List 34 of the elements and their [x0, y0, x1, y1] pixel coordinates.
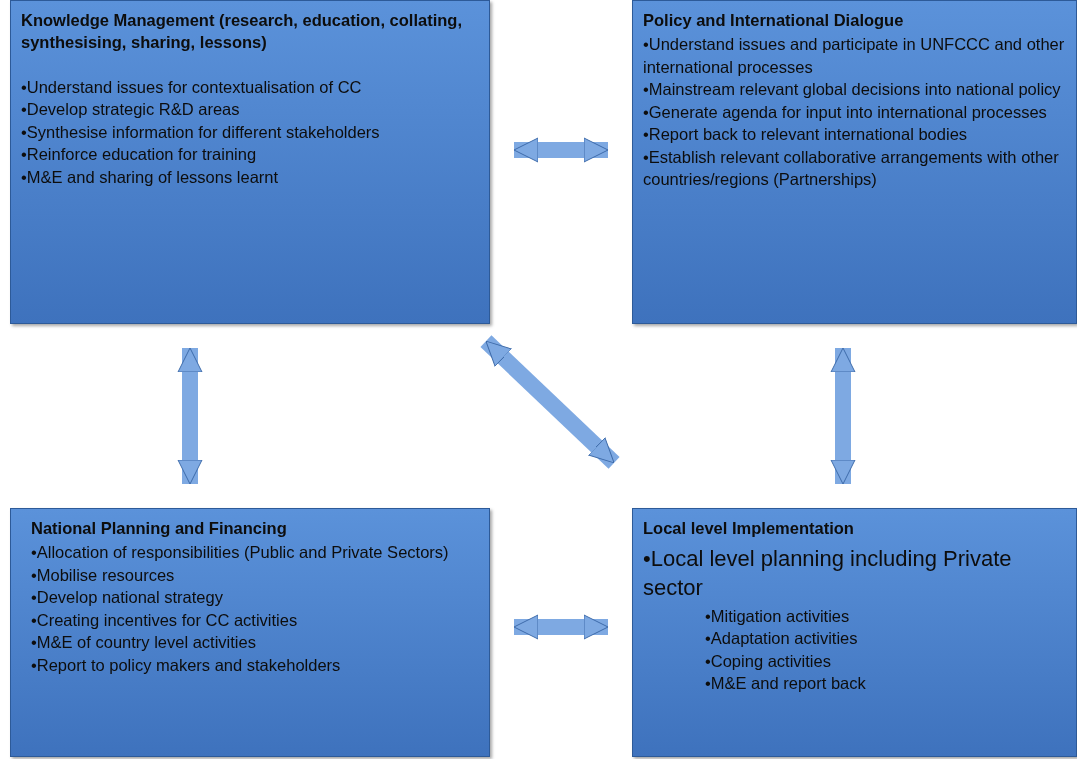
double-arrow [513, 137, 609, 163]
bullet-item: •Mainstream relevant global decisions into national policy [643, 79, 1062, 101]
bullet-item: •Synthesise information for different stakeholders [21, 121, 381, 143]
bullet-item: •Develop national strategy [31, 587, 224, 609]
bullet-item: •Generate agenda for input into international processes [643, 101, 1048, 123]
bullet-item: •Establish relevant collaborative arrangements with other countries/regions (Partnerships) [643, 146, 1060, 191]
process-box [10, 508, 490, 757]
bullet-item: •Local level planning including Private sector [643, 545, 1013, 603]
bullet-item: •Develop strategic R&D areas [21, 99, 241, 121]
double-arrow [480, 335, 620, 469]
bullet-item: •M&E and sharing of lessons learnt [21, 166, 280, 188]
bullet-item: •M&E and report back [705, 672, 867, 694]
bullet-item: •Report back to relevant international bodies [643, 124, 969, 146]
bullet-item: •Coping activities [705, 650, 832, 672]
process-box [632, 508, 1077, 757]
bullet-item: •Understand issues and participate in UNFCCC and other international processes [643, 34, 1066, 78]
double-arrow [177, 347, 203, 485]
bullet-item: •Allocation of responsibilities (Public and Private Sectors) [31, 542, 450, 564]
bullet-item: •Adaptation activities [705, 628, 859, 650]
bullet-item: •Mitigation activities [705, 605, 851, 627]
bullet-item: •Report to policy makers and stakeholders [31, 654, 342, 676]
box-heading: National Planning and Financing [31, 518, 288, 539]
process-box [632, 0, 1077, 324]
bullet-item: •Reinforce education for training [21, 144, 258, 166]
bullet-item: •Creating incentives for CC activities [31, 609, 299, 631]
double-arrow [513, 614, 609, 640]
bullet-item: •M&E of country level activities [31, 632, 257, 654]
double-arrow [830, 347, 856, 485]
box-heading: Policy and International Dialogue [643, 10, 905, 31]
process-box [10, 0, 490, 324]
box-heading: Knowledge Management (research, education, collating, synthesising, sharing, lessons) [21, 10, 463, 54]
box-heading: Local level Implementation [643, 518, 855, 539]
bullet-item: •Mobilise resources [31, 564, 176, 586]
bullet-item: •Understand issues for contextualisation of CC [21, 76, 363, 98]
